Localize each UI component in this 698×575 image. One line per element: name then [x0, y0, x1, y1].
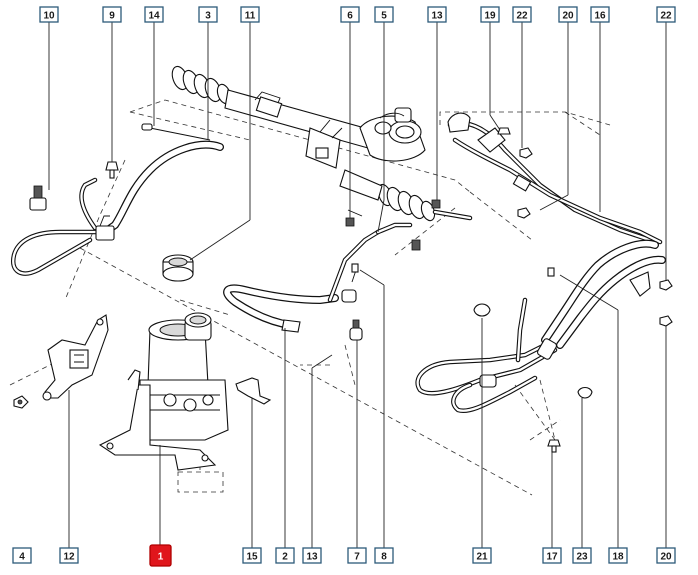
svg-text:23: 23	[576, 552, 588, 563]
rack-bellows-right	[377, 183, 436, 222]
svg-text:20: 20	[660, 552, 672, 563]
nut-22-right	[659, 279, 673, 327]
callout-bottom-4[interactable]: 4	[12, 547, 32, 564]
clip-23	[577, 386, 593, 399]
electric-pump-unit	[98, 312, 229, 471]
svg-text:20: 20	[562, 11, 574, 22]
svg-text:22: 22	[516, 11, 528, 22]
pinion-housing	[359, 107, 426, 162]
leader-lines	[48, 22, 667, 548]
callout-top-22-left[interactable]: 22	[512, 6, 532, 23]
callout-top-16[interactable]: 16	[590, 6, 610, 23]
svg-text:2: 2	[282, 552, 288, 563]
nut-22-left	[517, 147, 533, 219]
bolt-19	[497, 127, 511, 135]
callout-bottom-13[interactable]: 13	[302, 547, 322, 564]
steering-rack-assembly	[171, 65, 473, 251]
callout-top-14[interactable]: 14	[144, 6, 164, 23]
left-hose-clip	[95, 215, 115, 241]
svg-text:10: 10	[43, 11, 55, 22]
left-hose-assembly	[10, 123, 224, 276]
svg-text:4: 4	[19, 552, 25, 563]
callout-top-20[interactable]: 20	[558, 6, 578, 23]
svg-text:11: 11	[245, 11, 256, 22]
callout-bottom-2[interactable]: 2	[275, 547, 295, 564]
clamp-7	[349, 319, 363, 341]
bolt-top-right	[547, 267, 555, 277]
callout-top-6[interactable]: 6	[340, 6, 360, 23]
rack-bellows-left	[171, 65, 232, 105]
svg-text:1: 1	[158, 552, 164, 563]
callout-top-10[interactable]: 10	[39, 6, 59, 23]
svg-text:22: 22	[660, 11, 672, 22]
callout-top-3[interactable]: 3	[198, 6, 218, 23]
clip-21	[473, 303, 491, 317]
callout-bottom-8[interactable]: 8	[374, 547, 394, 564]
bracket-15	[235, 377, 272, 405]
svg-text:21: 21	[476, 552, 488, 563]
svg-text:6: 6	[347, 11, 353, 22]
fitting-8	[341, 263, 359, 303]
reservoir-seal	[162, 254, 194, 282]
fitting-10	[29, 185, 47, 211]
callout-bottom-18[interactable]: 18	[608, 547, 628, 564]
callout-top-5[interactable]: 5	[374, 6, 394, 23]
svg-text:7: 7	[354, 552, 360, 563]
callout-bottom-7[interactable]: 7	[347, 547, 367, 564]
callout-bottom-1-highlighted[interactable]: 1	[149, 544, 172, 567]
nut-4	[13, 395, 29, 409]
right-pipe-assembly	[415, 112, 673, 453]
callouts-top: 10 9 14 3 11 6 5 13 19 22 20	[39, 6, 676, 23]
callout-bottom-12[interactable]: 12	[59, 547, 79, 564]
callout-bottom-20[interactable]: 20	[656, 547, 676, 564]
center-hose-assembly	[223, 222, 413, 341]
svg-text:13: 13	[431, 11, 443, 22]
svg-text:5: 5	[381, 11, 387, 22]
callout-top-9[interactable]: 9	[102, 6, 122, 23]
callout-bottom-17[interactable]: 17	[542, 547, 562, 564]
svg-text:18: 18	[612, 552, 624, 563]
callout-top-13[interactable]: 13	[427, 6, 447, 23]
svg-text:19: 19	[484, 11, 496, 22]
bolt-9	[105, 161, 119, 179]
svg-text:16: 16	[594, 11, 606, 22]
svg-text:13: 13	[306, 552, 318, 563]
callout-top-19[interactable]: 19	[480, 6, 500, 23]
svg-text:12: 12	[63, 552, 75, 563]
support-bracket-12	[42, 314, 109, 401]
assembly-dashed-lines	[9, 99, 611, 496]
callout-bottom-23[interactable]: 23	[572, 547, 592, 564]
callouts-bottom: 4 12 1 15 2 13 7 8 21 17 23	[12, 544, 676, 567]
callout-top-22-right[interactable]: 22	[656, 6, 676, 23]
callout-bottom-15[interactable]: 15	[242, 547, 262, 564]
svg-text:14: 14	[148, 11, 160, 22]
callout-top-11[interactable]: 11	[240, 6, 260, 23]
svg-text:9: 9	[109, 11, 115, 22]
bolt-17	[547, 439, 561, 453]
callout-bottom-21[interactable]: 21	[472, 547, 492, 564]
svg-text:17: 17	[546, 552, 558, 563]
svg-text:15: 15	[246, 552, 258, 563]
svg-text:3: 3	[205, 11, 211, 22]
svg-text:8: 8	[381, 552, 387, 563]
